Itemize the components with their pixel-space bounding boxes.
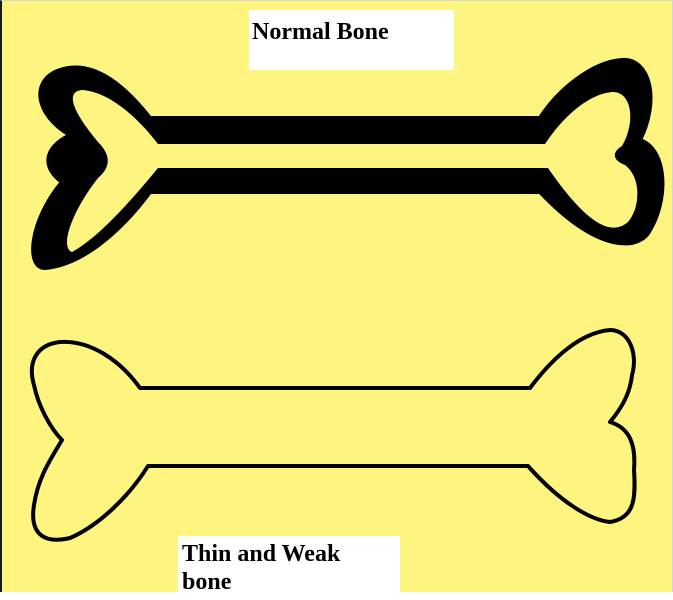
thin-weak-bone-label-line2: bone	[182, 568, 400, 596]
thin-weak-bone-outline	[32, 330, 635, 540]
thin-weak-bone-label-line1: Thin and Weak	[182, 540, 400, 568]
normal-bone	[33, 60, 662, 268]
thin-weak-bone	[32, 330, 635, 540]
normal-bone-label-text: Normal Bone	[252, 19, 389, 45]
thin-weak-bone-label: Thin and Weak bone	[178, 536, 400, 600]
normal-bone-label: Normal Bone	[249, 10, 454, 70]
